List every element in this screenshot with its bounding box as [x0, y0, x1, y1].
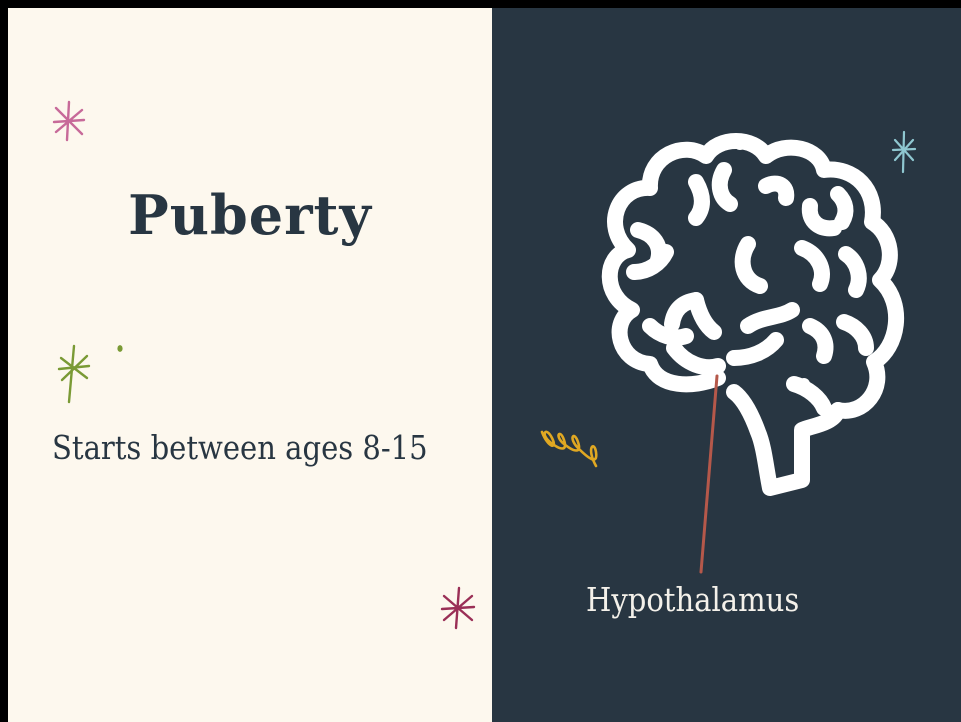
pointer-line — [698, 374, 722, 578]
slide-title: Puberty — [8, 183, 492, 247]
sparkle-icon — [440, 586, 476, 630]
sparkle-icon — [56, 344, 92, 406]
hypothalamus-label: Hypothalamus — [586, 580, 799, 619]
sparkle-icon — [52, 100, 86, 142]
dot-icon — [116, 344, 124, 353]
brain-icon — [588, 126, 918, 506]
slide-subtitle: Starts between ages 8-15 — [52, 428, 439, 467]
